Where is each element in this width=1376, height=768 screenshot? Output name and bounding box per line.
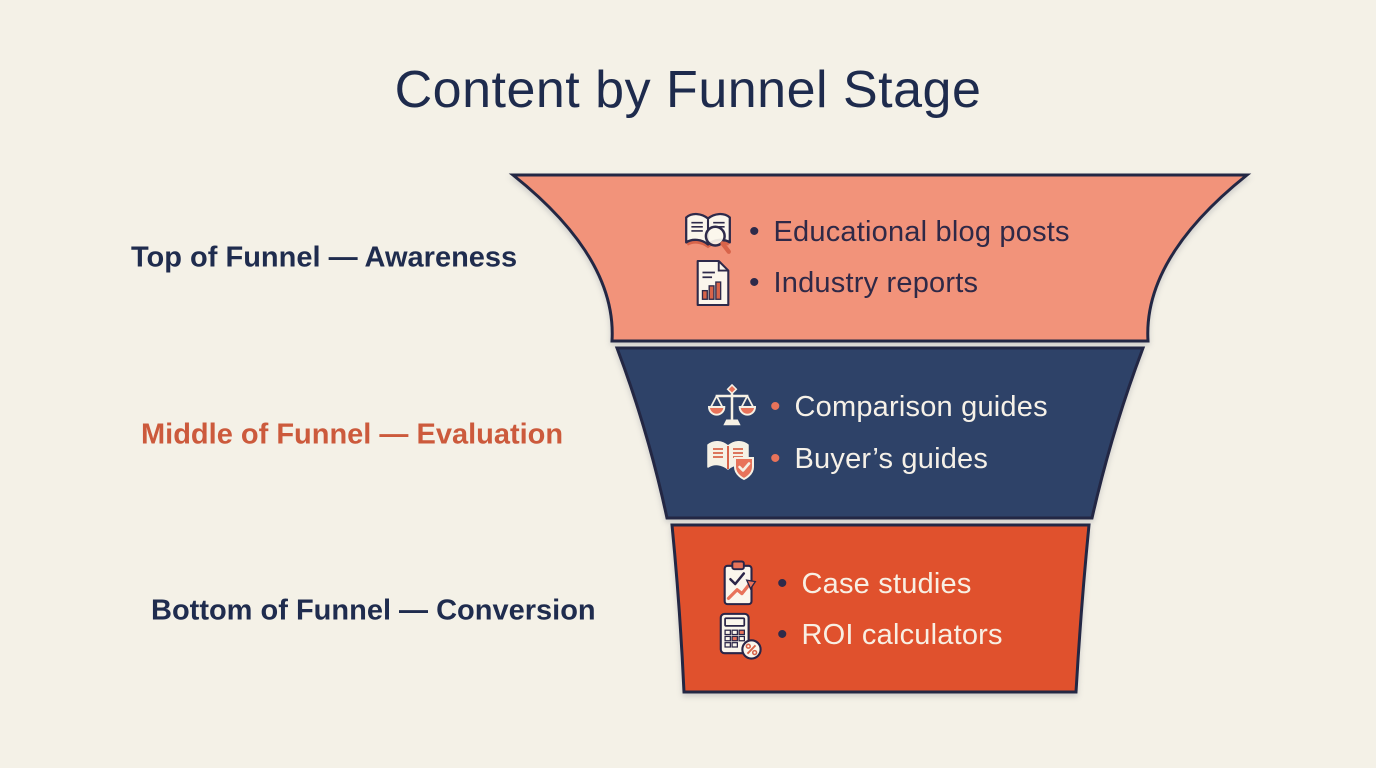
book-search-icon xyxy=(681,205,735,259)
balance-scale-icon xyxy=(708,383,756,431)
funnel-item-text: Comparison guides xyxy=(794,390,1048,423)
stage-label-top: Top of Funnel — Awareness xyxy=(131,241,518,274)
stage-label-middle: Middle of Funnel — Evaluation xyxy=(141,418,564,451)
bullet-dot: • xyxy=(777,567,788,600)
page-title: Content by Funnel Stage xyxy=(394,61,982,119)
calculator-percent-icon xyxy=(715,610,763,660)
report-chart-icon xyxy=(691,258,735,308)
funnel-item-row: • Industry reports xyxy=(691,258,978,308)
bullet-dot: • xyxy=(777,618,788,651)
funnel-item-row: • Buyer’s guides xyxy=(704,435,988,483)
funnel-stage-middle-shape xyxy=(614,346,1146,520)
funnel-item-row: • Comparison guides xyxy=(708,383,1048,431)
clipboard-growth-icon xyxy=(717,559,763,609)
bullet-dot: • xyxy=(770,390,781,423)
bullet-dot: • xyxy=(770,442,781,475)
bullet-dot: • xyxy=(749,215,760,248)
funnel-item-row: • Educational blog posts xyxy=(681,205,1070,259)
funnel-item-text: Educational blog posts xyxy=(773,215,1070,248)
funnel-item-row: • ROI calculators xyxy=(715,610,1003,660)
book-shield-check-icon xyxy=(704,435,756,483)
funnel-item-text: Buyer’s guides xyxy=(794,442,989,475)
funnel-item-text: Case studies xyxy=(801,567,972,600)
funnel-stage-bottom-shape xyxy=(670,523,1091,694)
funnel-item-text: Industry reports xyxy=(773,266,979,299)
stage-label-bottom: Bottom of Funnel — Conversion xyxy=(151,594,596,627)
bullet-dot: • xyxy=(749,266,760,299)
funnel-item-row: • Case studies xyxy=(717,559,972,609)
funnel-item-text: ROI calculators xyxy=(801,618,1003,651)
